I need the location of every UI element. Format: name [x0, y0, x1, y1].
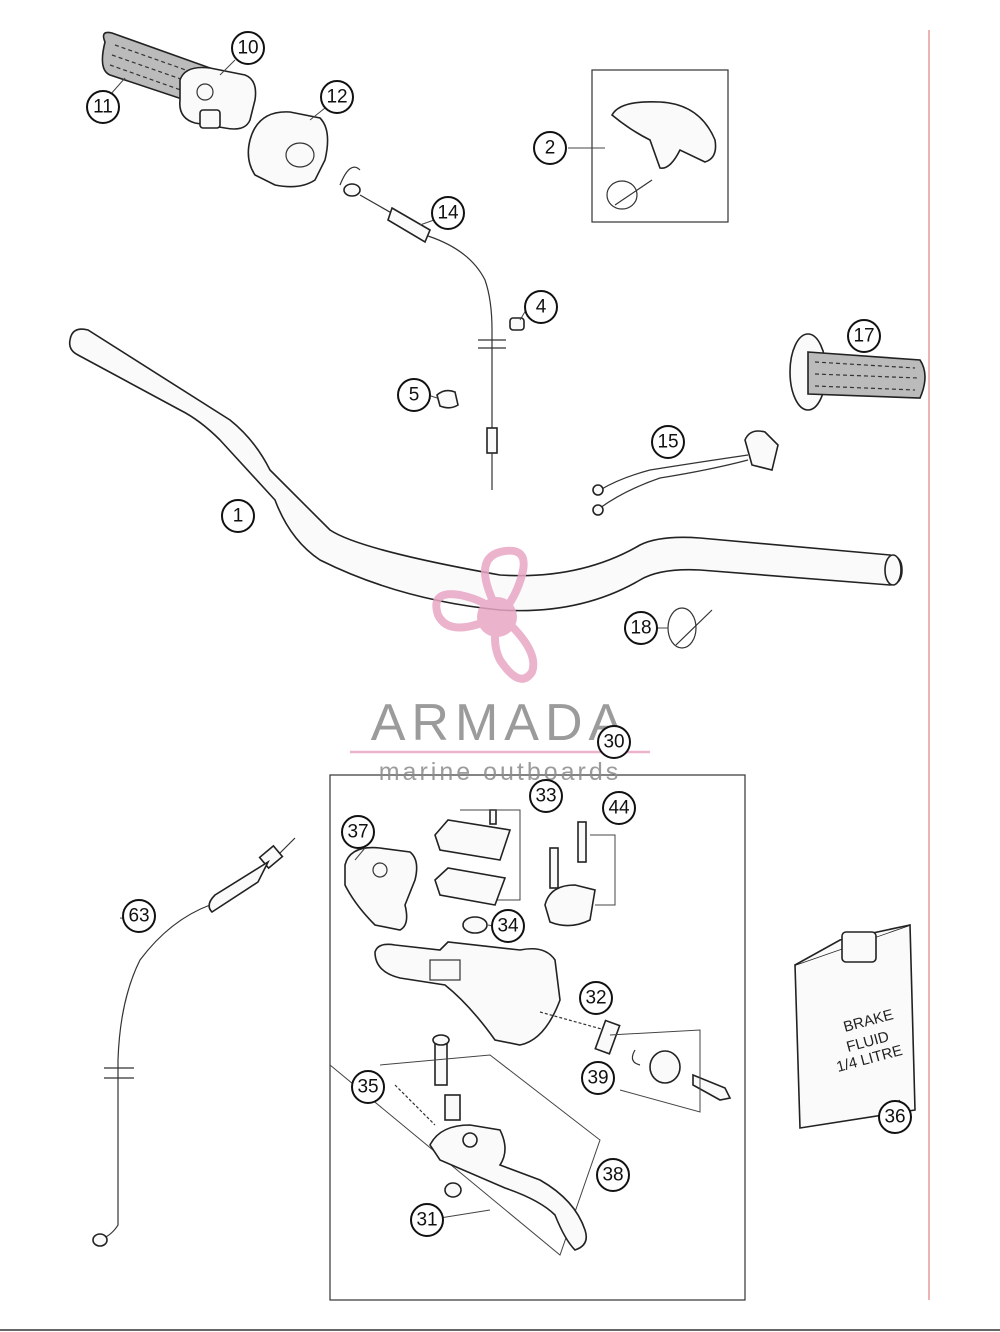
callout-35: 35 [351, 1070, 385, 1104]
callout-36: 36 [878, 1100, 912, 1134]
svg-text:37: 37 [347, 822, 368, 843]
svg-text:10: 10 [237, 38, 258, 59]
kill-switch [592, 430, 779, 516]
handguard-box [591, 69, 729, 223]
svg-text:12: 12 [326, 87, 347, 108]
callout-44: 44 [602, 791, 636, 825]
master-cylinder-box [329, 774, 746, 1301]
callout-11: 11 [86, 90, 120, 124]
left-grip [789, 333, 926, 411]
svg-text:33: 33 [535, 786, 556, 807]
callout-34: 34 [491, 909, 525, 943]
clutch-cable [92, 837, 296, 1247]
svg-text:36: 36 [884, 1107, 905, 1128]
svg-text:34: 34 [497, 916, 519, 937]
svg-text:35: 35 [357, 1077, 378, 1098]
svg-text:18: 18 [630, 618, 651, 639]
callout-15: 15 [651, 425, 685, 459]
throttle-cover [247, 111, 329, 188]
callout-4: 4 [524, 290, 558, 324]
svg-text:17: 17 [853, 326, 874, 347]
cable-nut [509, 317, 525, 331]
cable-clip [436, 389, 459, 409]
svg-text:32: 32 [585, 988, 606, 1009]
watermark-brand: ARMADA [371, 694, 629, 752]
callout-30: 30 [597, 725, 631, 759]
svg-text:14: 14 [437, 203, 459, 224]
callout-14: 14 [431, 196, 465, 230]
svg-text:5: 5 [409, 385, 420, 406]
callout-63: 63 [122, 899, 156, 933]
callout-17: 17 [847, 319, 881, 353]
svg-text:38: 38 [602, 1165, 623, 1186]
callout-32: 32 [579, 981, 613, 1015]
throttle-cable [339, 166, 506, 490]
svg-text:11: 11 [93, 97, 113, 118]
svg-text:63: 63 [128, 906, 149, 927]
callout-2: 2 [533, 131, 567, 165]
callout-37: 37 [341, 815, 375, 849]
armada-watermark: ARMADA marine outboards [350, 546, 650, 786]
callout-10: 10 [231, 31, 265, 65]
svg-text:2: 2 [545, 138, 556, 159]
svg-text:31: 31 [416, 1210, 437, 1231]
callout-12: 12 [320, 80, 354, 114]
svg-text:30: 30 [603, 732, 624, 753]
svg-text:44: 44 [608, 798, 630, 819]
svg-text:39: 39 [587, 1068, 608, 1089]
throttle-housing [178, 66, 257, 130]
svg-text:15: 15 [657, 432, 678, 453]
callout-33: 33 [529, 779, 563, 813]
callout-38: 38 [596, 1158, 630, 1192]
callout-39: 39 [581, 1061, 615, 1095]
svg-text:4: 4 [536, 297, 547, 318]
callout-31: 31 [410, 1203, 444, 1237]
svg-text:1: 1 [233, 506, 244, 527]
callout-5: 5 [397, 378, 431, 412]
propeller-logo-icon [432, 546, 538, 683]
watermark-tagline: marine outboards [379, 758, 622, 786]
handlebar [68, 328, 903, 612]
callout-1: 1 [221, 499, 255, 533]
callout-18: 18 [624, 611, 658, 645]
cable-tie [667, 607, 713, 649]
leader-lines [109, 59, 901, 1219]
brake-fluid-can: BRAKE FLUID 1/4 LITRE [794, 923, 916, 1129]
